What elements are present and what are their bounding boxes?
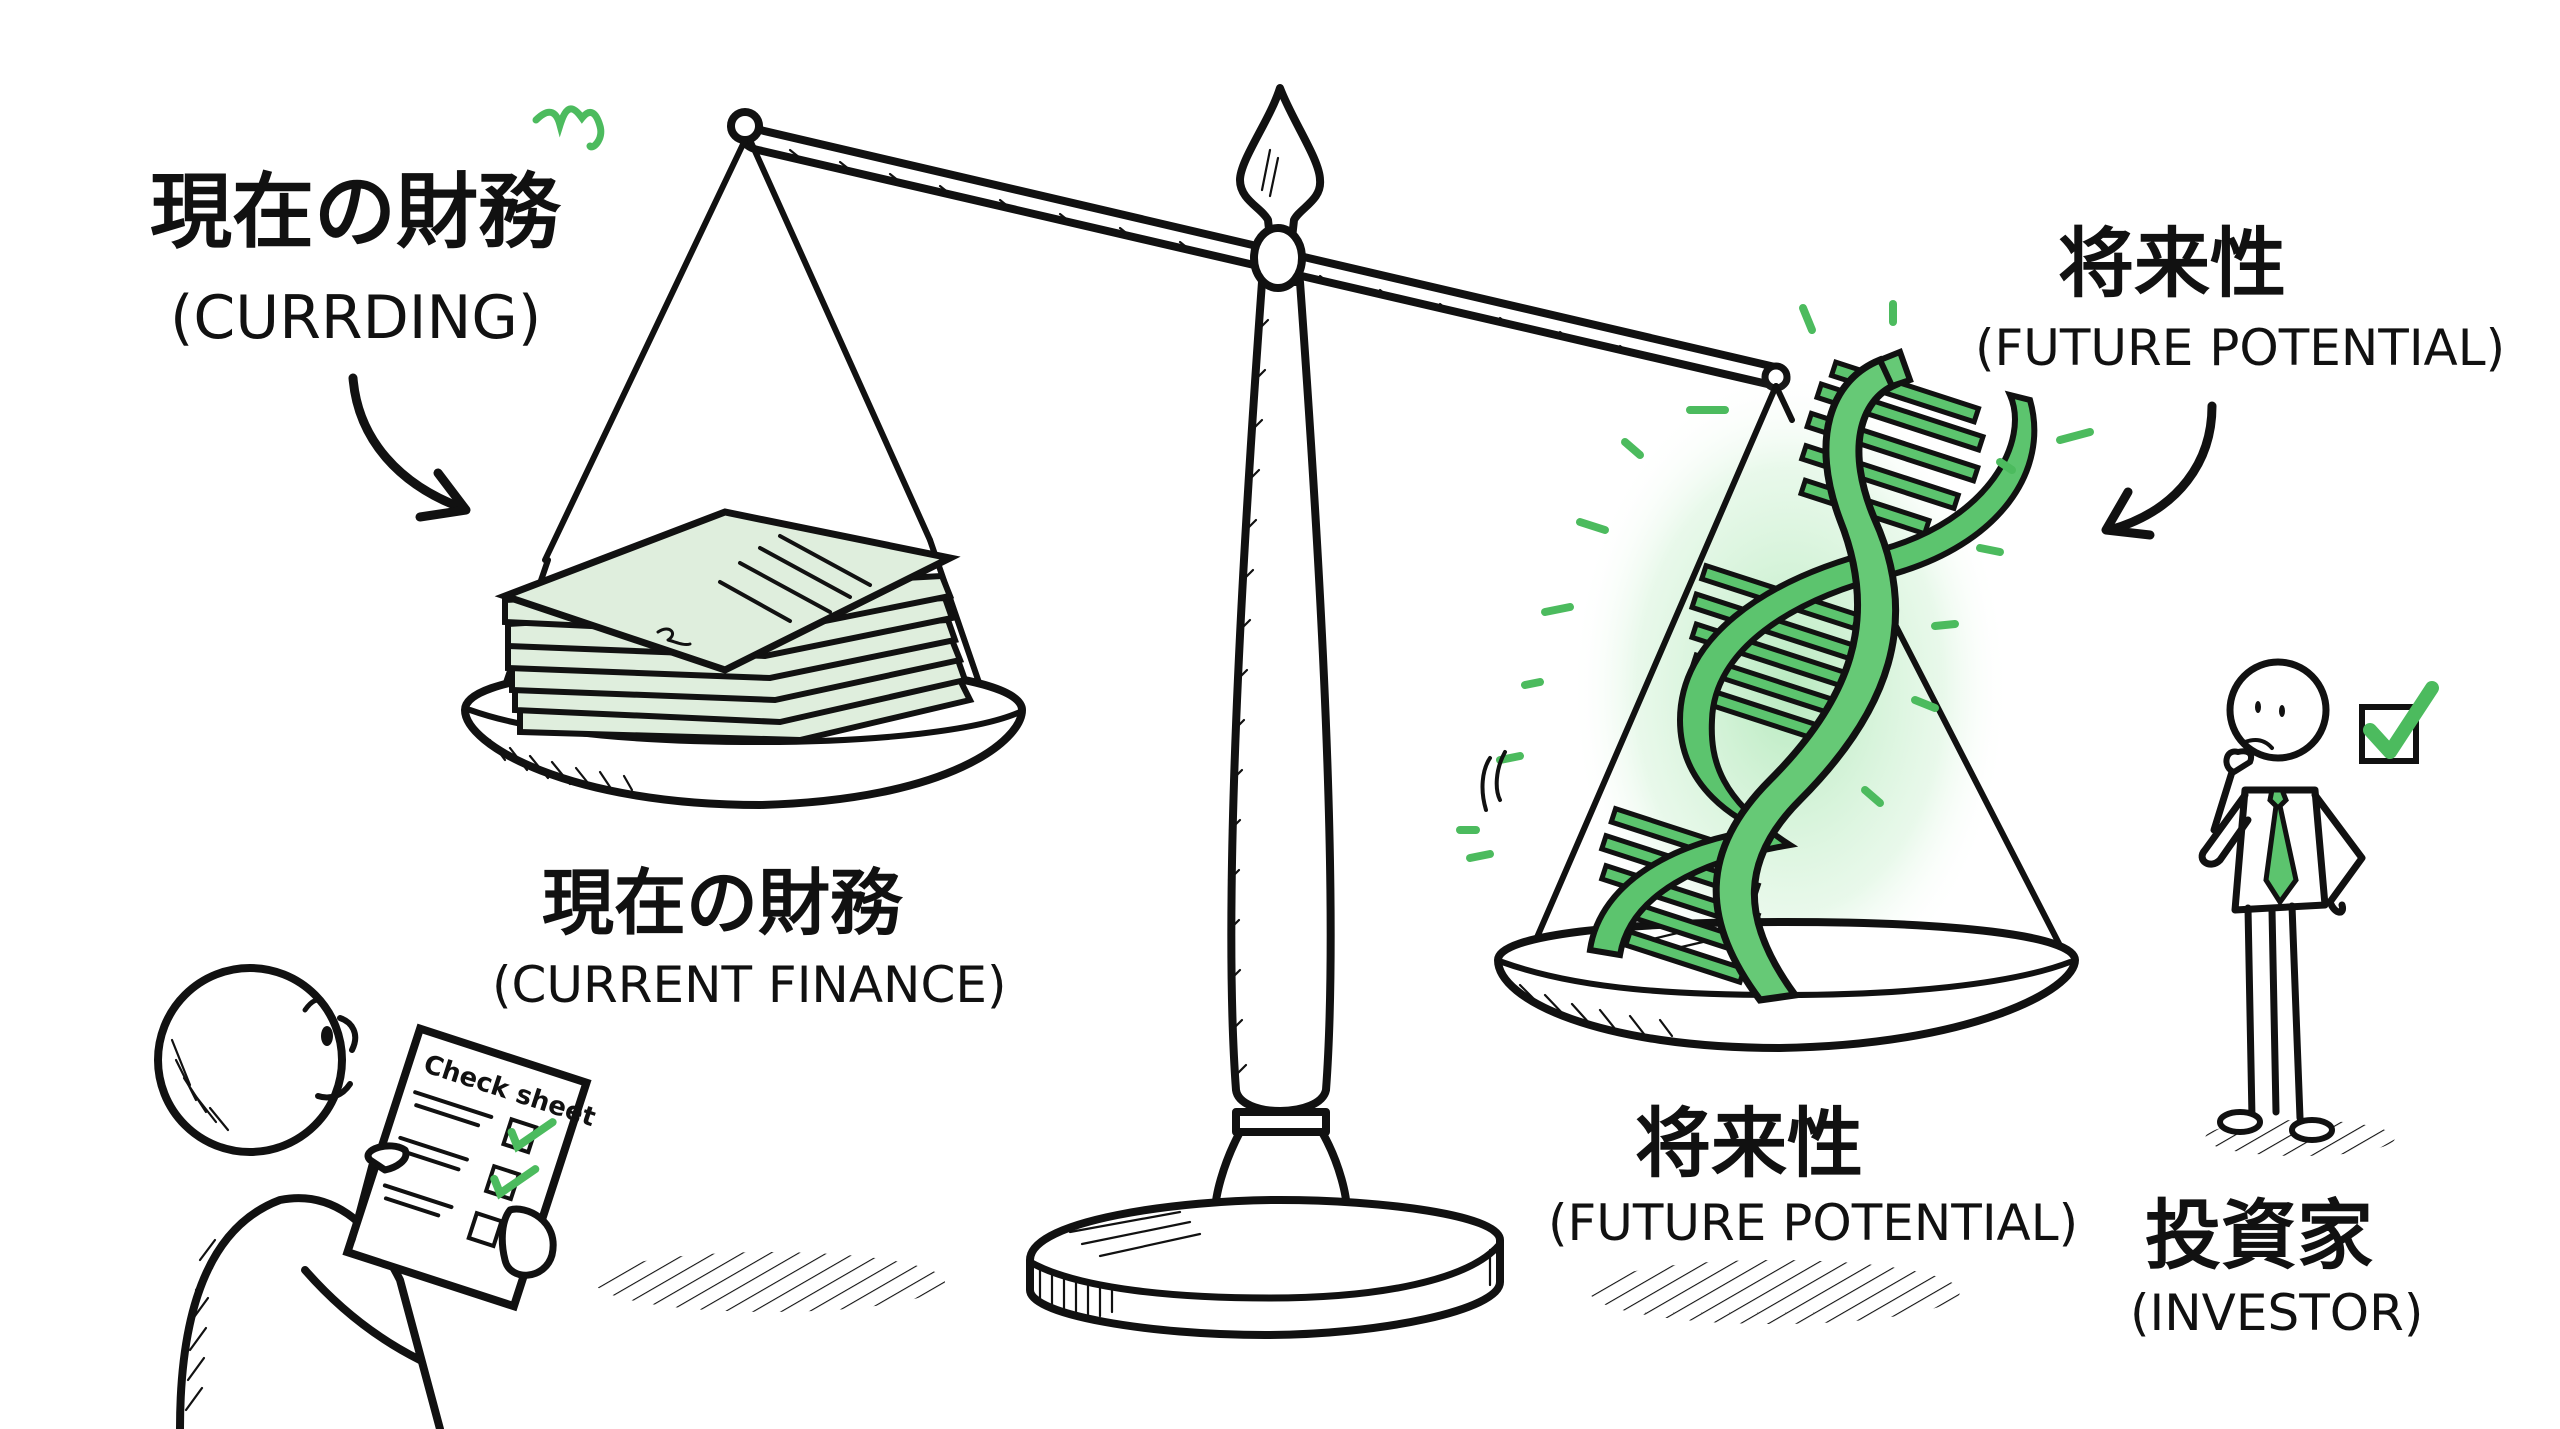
right-pan [1456,300,2094,1052]
curved-arrow-down-right-icon [348,373,471,522]
left-pan-label: 現在の財務 (CURRENT FINANCE) [492,861,1006,1014]
top-left-label-en: (CURRDING) [170,283,541,353]
sparkle-icon [532,105,605,151]
right-pan-label-en: (FUTURE POTENTIAL) [1548,1194,2078,1252]
sparkle-icon [1456,300,2094,862]
investor-figure [2198,658,2439,1143]
investor-checkbox [2359,681,2439,764]
pillar-hatching [1227,318,1270,1077]
checkmark-icon [490,1165,540,1200]
right-pan-label-jp: 将来性 [1635,1099,1863,1188]
top-right-label: 将来性 (FUTURE POTENTIAL) [1975,219,2505,540]
right-pan-label: 将来性 (FUTURE POTENTIAL) [1548,1099,2078,1252]
checkmark-icon [507,1118,557,1153]
document-stack-icon [494,508,975,744]
checkbox-item-3 [466,1210,505,1249]
dna-helix-icon [1586,348,2038,1004]
reader-figure: Check sheet [154,964,599,1429]
investor-label: 投資家 (INVESTOR) [2130,1191,2423,1342]
top-right-label-en: (FUTURE POTENTIAL) [1975,319,2505,377]
top-right-label-jp: 将来性 [2058,219,2286,308]
curved-arrow-down-left-icon [2101,401,2217,540]
top-left-label: 現在の財務 (CURRDING) [150,105,605,522]
investor-label-jp: 投資家 [2145,1191,2373,1280]
investor-label-en: (INVESTOR) [2130,1284,2423,1342]
body-hatching [184,1238,217,1412]
head-hatching [170,1038,230,1132]
beam-hatching [788,148,1632,356]
left-pan-label-jp: 現在の財務 [542,861,904,945]
balance-scale-icon [727,84,1791,1339]
left-pan-label-en: (CURRENT FINANCE) [492,956,1006,1014]
left-pan-hatching [488,738,634,792]
ground-shadows [595,1120,2395,1324]
base-hatching [1038,1210,1492,1318]
top-left-label-jp: 現在の財務 [150,165,562,260]
left-pan [461,137,1026,809]
checkmark-icon [2363,681,2439,759]
